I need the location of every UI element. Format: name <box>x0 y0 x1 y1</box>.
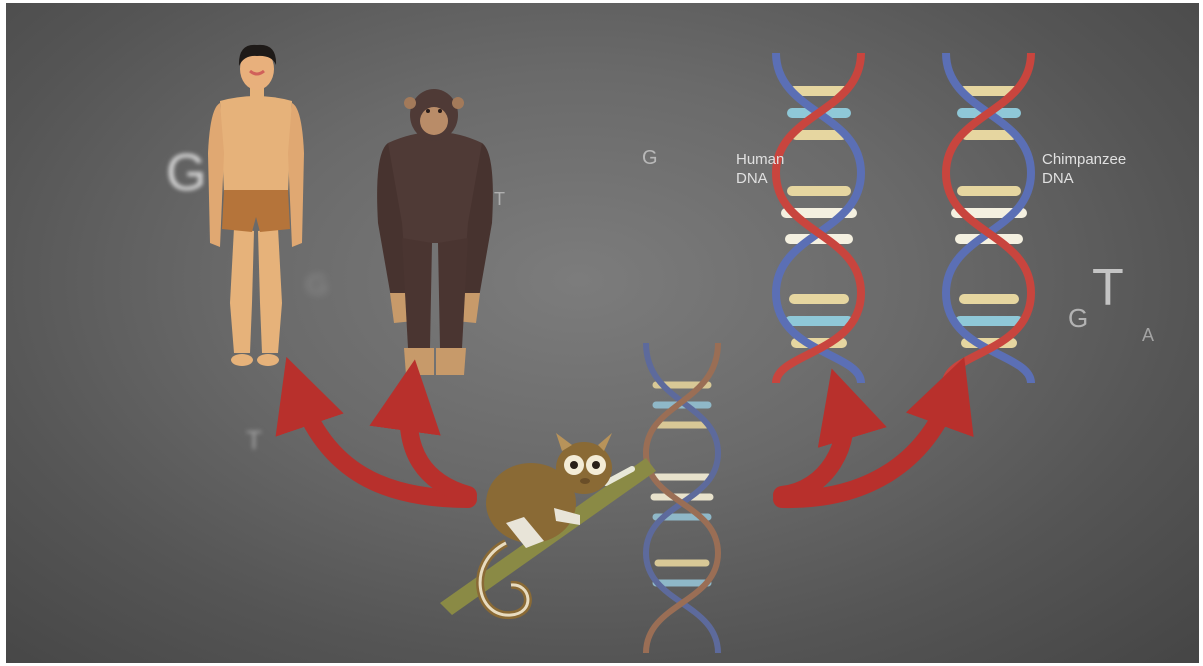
chimpanzee-dna-label-line2: DNA <box>1042 169 1126 188</box>
human-dna-label-line1: Human <box>736 150 784 169</box>
chimpanzee-dna-helix <box>946 53 1031 383</box>
arrow-to-human-dna <box>782 403 845 495</box>
arrow-to-chimpanzee <box>408 395 468 495</box>
chimpanzee-dna-label: Chimpanzee DNA <box>1042 150 1126 188</box>
human-figure <box>208 45 304 366</box>
chimpanzee-figure <box>377 89 493 375</box>
ancestor-dna-helix <box>646 343 718 653</box>
human-dna-helix <box>776 53 861 383</box>
human-dna-label: Human DNA <box>736 150 784 188</box>
chimpanzee-dna-label-line1: Chimpanzee <box>1042 150 1126 169</box>
illustration-frame: G G T T T G A G <box>6 3 1199 663</box>
human-dna-label-line2: DNA <box>736 169 784 188</box>
tarsier-on-branch <box>440 433 656 615</box>
illustration-canvas <box>6 3 1199 663</box>
